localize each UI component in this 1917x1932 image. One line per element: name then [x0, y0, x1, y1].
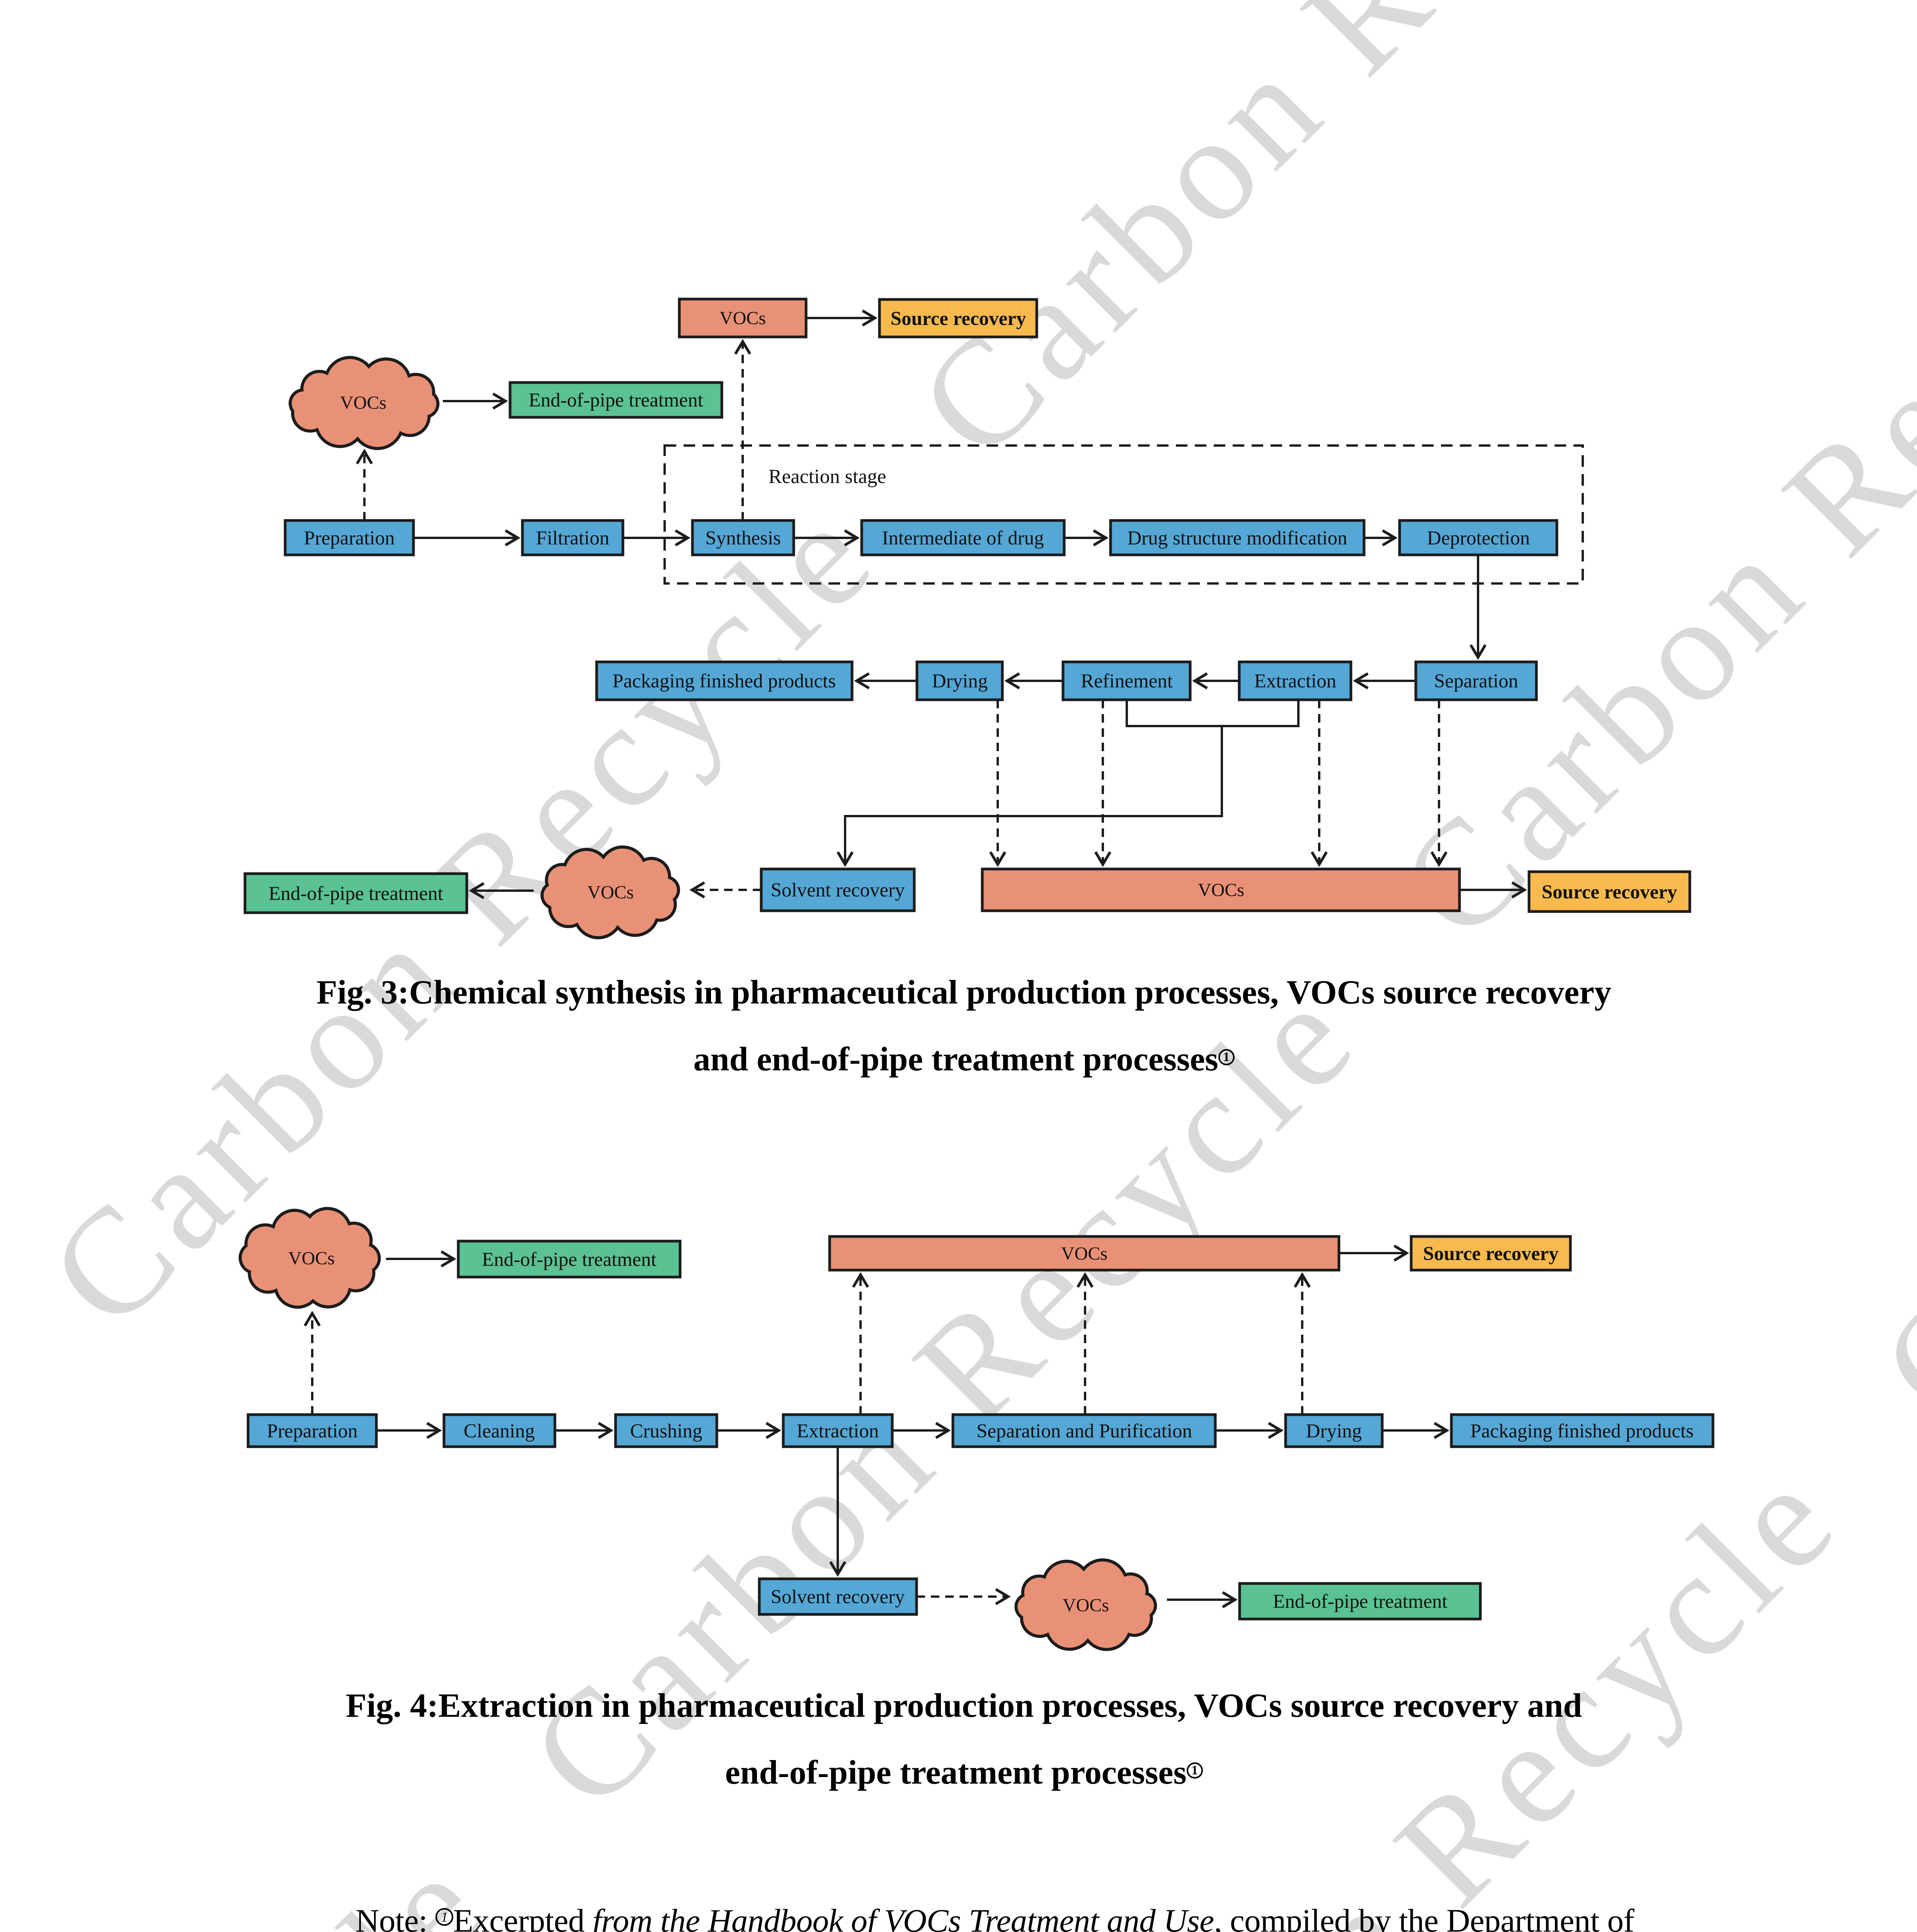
svg-text:VOCs: VOCs [340, 393, 386, 413]
svg-text:End-of-pipe treatment: End-of-pipe treatment [482, 1249, 657, 1270]
svg-text:Reaction stage: Reaction stage [769, 466, 886, 488]
svg-text:Extraction: Extraction [1254, 670, 1336, 692]
svg-text:Carbon Recycle: Carbon Recycle [980, 1431, 1869, 1932]
svg-text:Carbon Recycle: Carbon Recycle [0, 1338, 38, 1932]
svg-text:Drying: Drying [932, 670, 988, 692]
svg-text:Drying: Drying [1306, 1420, 1362, 1442]
svg-text:VOCs: VOCs [1198, 880, 1244, 900]
svg-text:Packaging finished products: Packaging finished products [1470, 1420, 1694, 1442]
svg-text:VOCs: VOCs [1061, 1243, 1107, 1264]
svg-text:Carbon Recycle: Carbon Recycle [887, 0, 1777, 489]
svg-text:End-of-pipe treatment: End-of-pipe treatment [269, 883, 443, 905]
svg-text:Drug structure modification: Drug structure modification [1127, 527, 1347, 549]
svg-text:Crushing: Crushing [630, 1420, 702, 1442]
svg-text:VOCs: VOCs [1063, 1595, 1109, 1616]
svg-text:End-of-pipe treatment: End-of-pipe treatment [529, 389, 703, 411]
svg-text:Preparation: Preparation [304, 527, 395, 549]
svg-text:End-of-pipe treatment: End-of-pipe treatment [1273, 1591, 1448, 1612]
svg-text:Deprotection: Deprotection [1427, 527, 1530, 549]
svg-text:Source recovery: Source recovery [1542, 881, 1677, 903]
svg-text:Separation and Purification: Separation and Purification [976, 1420, 1192, 1442]
svg-text:Filtration: Filtration [536, 527, 609, 549]
svg-text:VOCs: VOCs [587, 882, 634, 903]
svg-text:Solvent recovery: Solvent recovery [771, 1586, 905, 1608]
svg-text:Extraction: Extraction [797, 1420, 879, 1442]
svg-text:Cleaning: Cleaning [464, 1420, 535, 1442]
svg-text:Source recovery: Source recovery [891, 308, 1026, 330]
svg-text:Intermediate of drug: Intermediate of drug [882, 527, 1044, 549]
svg-text:Source recovery: Source recovery [1423, 1243, 1559, 1265]
svg-text:VOCs: VOCs [288, 1248, 335, 1269]
svg-text:VOCs: VOCs [720, 308, 766, 328]
svg-text:Synthesis: Synthesis [705, 527, 781, 549]
svg-text:Refinement: Refinement [1081, 670, 1173, 692]
svg-text:Separation: Separation [1434, 670, 1518, 692]
svg-text:Packaging finished products: Packaging finished products [612, 670, 836, 692]
svg-text:Preparation: Preparation [267, 1420, 357, 1442]
svg-text:Solvent recovery: Solvent recovery [771, 879, 905, 901]
